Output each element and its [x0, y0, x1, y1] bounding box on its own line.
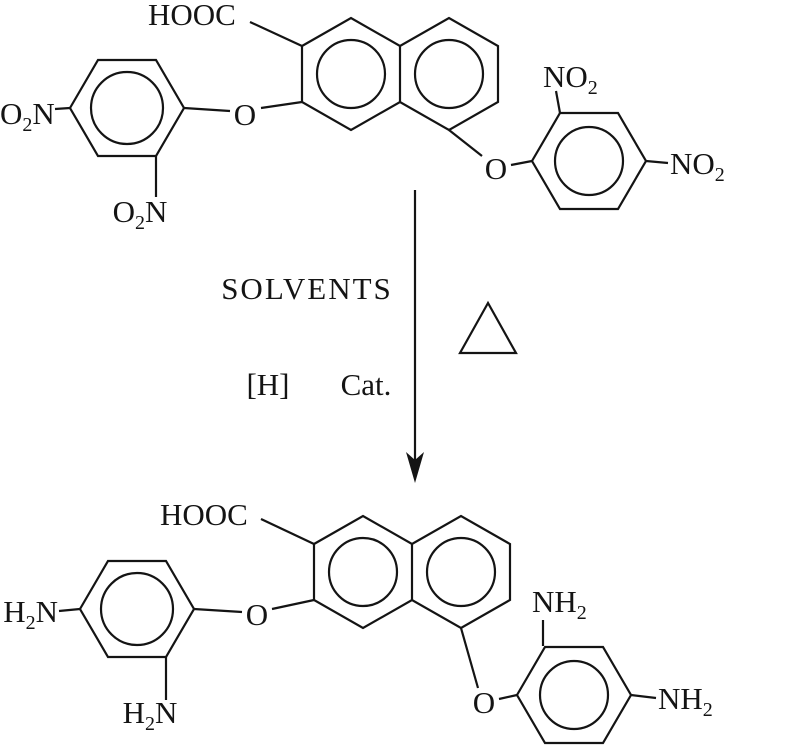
aromatic-circle — [315, 38, 387, 110]
nitro-ortho-label: O2N — [113, 194, 168, 234]
bond-ring-to-ether — [183, 106, 231, 113]
bond-amine-para — [58, 607, 81, 613]
bond-nitro-para — [54, 106, 71, 111]
aromatic-circle — [89, 70, 165, 146]
benzene-ring — [78, 559, 196, 659]
bond-ether-to-ring — [498, 693, 518, 701]
heat-triangle-icon — [458, 300, 518, 355]
product-naphthalene — [312, 514, 512, 630]
aromatic-circle — [99, 571, 175, 647]
bond-naphthalene-to-ether — [448, 129, 483, 157]
ether-oxygen-label: O — [234, 97, 256, 132]
bond-amine-para-right — [630, 693, 657, 700]
product-right-diaminophenyl — [515, 645, 633, 745]
nitro-ortho-right-label: NO2 — [543, 59, 598, 99]
ether-oxygen-label: O — [246, 597, 268, 632]
aromatic-circle — [327, 536, 399, 608]
bond-ether-to-naphthalene — [271, 598, 315, 611]
ether-oxygen-label: O — [485, 151, 507, 186]
bond-nitro-ortho-right — [554, 90, 562, 114]
amine-para-right-label: NH2 — [658, 681, 713, 721]
amine-ortho-label: H2N — [123, 695, 178, 735]
bond-ether-to-naphthalene — [260, 100, 303, 110]
aromatic-circle — [425, 536, 497, 608]
bond-carboxyl — [249, 21, 303, 47]
solvents-label: SOLVENTS — [221, 271, 393, 306]
ether-oxygen-label: O — [473, 685, 495, 720]
reactant-naphthalene — [300, 16, 500, 132]
amine-ortho-right-label: NH2 — [532, 584, 587, 624]
amine-para-label: H2N — [3, 594, 58, 634]
reaction-conditions: SOLVENTS [H] Cat. — [221, 190, 518, 483]
reaction-arrow — [406, 190, 424, 483]
reactant-right-dinitrophenyl — [530, 111, 648, 211]
hydrogen-label: [H] — [246, 367, 289, 402]
naphthalene-outline — [312, 514, 512, 630]
benzene-ring — [68, 58, 186, 158]
bond-nitro-para-right — [645, 159, 669, 165]
bond-carboxyl — [260, 518, 315, 545]
product-left-diaminophenyl — [78, 559, 196, 659]
bond-naphthalene-to-ether — [459, 627, 480, 689]
aromatic-circle — [413, 38, 485, 110]
arrow-head — [406, 452, 424, 483]
aromatic-circle — [538, 659, 610, 731]
bond-ring-to-ether — [193, 607, 243, 614]
catalyst-label: Cat. — [341, 367, 392, 402]
reactant-left-dinitrophenyl — [68, 58, 186, 158]
bond-ether-to-ring — [510, 159, 533, 167]
aromatic-circle — [553, 125, 625, 197]
product-structure: HOOC H2N H2N O O NH2 NH2 — [3, 497, 713, 745]
nitro-para-label: O2N — [0, 96, 55, 136]
naphthalene-outline — [300, 16, 500, 132]
reactant-structure: HOOC O2N O2N O O NO2 NO2 — [0, 0, 725, 234]
carboxyl-label: HOOC — [160, 497, 248, 532]
carboxyl-label: HOOC — [148, 0, 236, 32]
nitro-para-right-label: NO2 — [670, 146, 725, 186]
